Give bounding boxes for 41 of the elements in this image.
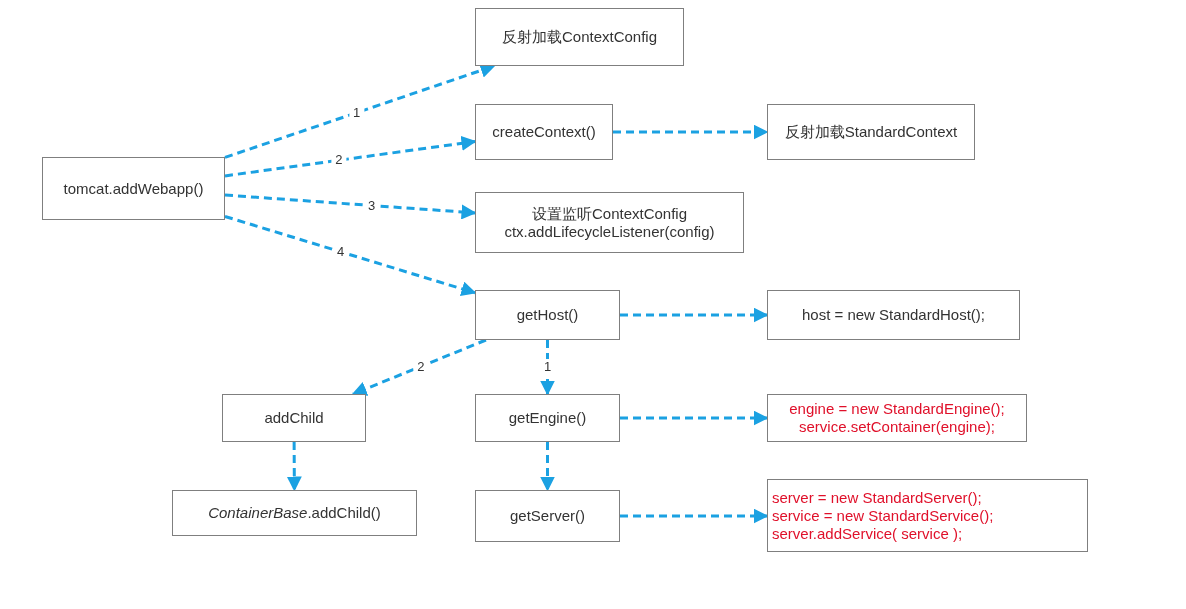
dashed-arrow xyxy=(224,135,477,178)
node-text: 反射加载StandardContext xyxy=(784,123,958,141)
node-text: getHost() xyxy=(516,306,579,324)
code-box xyxy=(767,479,1088,552)
process-box xyxy=(172,490,417,536)
process-box xyxy=(767,290,1020,340)
code-box xyxy=(767,394,1027,442)
dashed-arrow xyxy=(613,124,769,140)
process-box xyxy=(475,104,613,160)
node-text: getServer() xyxy=(510,507,585,525)
dashed-arrow xyxy=(620,508,769,524)
node-text: tomcat.addWebapp() xyxy=(63,179,204,198)
node-text: service.setContainer(engine); xyxy=(799,418,995,436)
dashed-arrow xyxy=(351,338,487,396)
process-box xyxy=(475,192,744,253)
dashed-arrow xyxy=(224,215,477,297)
node-text: service = new StandardService(); xyxy=(772,506,994,525)
process-box xyxy=(222,394,366,442)
node-text: 设置监听ContextConfig xyxy=(531,204,688,223)
process-box xyxy=(767,104,975,160)
process-box xyxy=(475,8,684,66)
process-box xyxy=(475,290,620,340)
node-text: ContainerBase.addChild() xyxy=(208,504,381,522)
node-text: createContext() xyxy=(492,123,596,141)
node-text: addChild xyxy=(264,409,324,427)
process-box xyxy=(42,157,225,220)
dashed-arrow xyxy=(620,410,769,426)
node-text: 反射加载ContextConfig xyxy=(501,28,658,46)
dashed-arrow xyxy=(224,193,477,220)
dashed-arrow xyxy=(620,307,769,323)
node-text: engine = new StandardEngine(); xyxy=(789,400,1005,418)
dashed-arrow xyxy=(286,442,302,492)
dashed-arrow xyxy=(540,340,555,396)
node-text: server = new StandardServer(); xyxy=(772,488,982,507)
dashed-arrow xyxy=(540,442,555,492)
node-text: server.addService( service ); xyxy=(772,524,963,543)
process-box xyxy=(475,490,620,542)
node-text: host = new StandardHost(); xyxy=(802,306,985,324)
node-text: ctx.addLifecycleListener(config) xyxy=(504,222,715,241)
node-text: getEngine() xyxy=(508,409,587,427)
process-box xyxy=(475,394,620,442)
